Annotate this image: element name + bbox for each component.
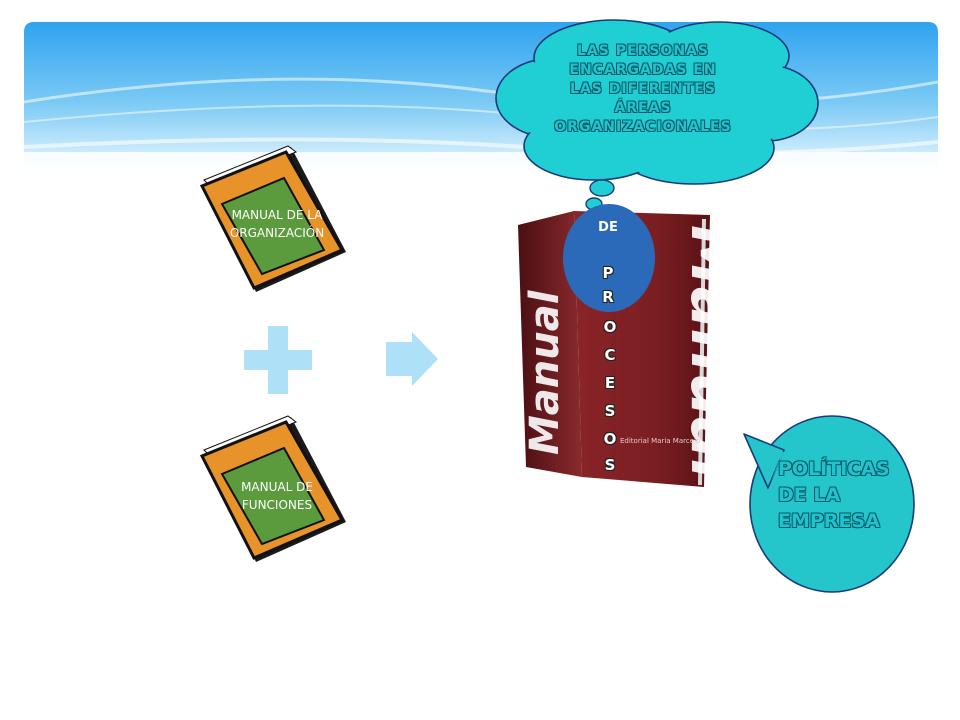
thought-cloud — [495, 19, 819, 211]
cloud-line: LAS PERSONAS — [577, 43, 709, 59]
bubble-line: EMPRESA — [778, 510, 880, 532]
book2-label-line: MANUAL DE — [241, 480, 313, 494]
book1-label-line: MANUAL DE LA — [231, 208, 323, 222]
vertical-letter: P — [602, 264, 614, 282]
vertical-letter: E — [604, 374, 616, 392]
vertical-letter: C — [604, 346, 616, 364]
arrow-right-icon — [386, 332, 438, 386]
speech-bubble — [743, 415, 915, 593]
publisher-text: Editorial Maria Marcelo — [620, 437, 700, 445]
cloud-line: ENCARGADAS EN — [569, 62, 717, 78]
vertical-letter: S — [604, 456, 616, 474]
book1-label-line: ORGANIZACIÓN — [229, 226, 325, 240]
cloud-line: ÁREAS — [614, 100, 672, 116]
vertical-letter: O — [603, 430, 617, 448]
process-circle — [563, 204, 655, 312]
speech-bubble-text: POLÍTICAS DE LA EMPRESA — [778, 456, 918, 534]
thought-cloud-text: LAS PERSONAS ENCARGADAS EN LAS DIFERENTE… — [536, 42, 750, 137]
book2-label: MANUAL DE FUNCIONES — [217, 478, 337, 514]
book2-label-line: FUNCIONES — [241, 498, 313, 512]
bubble-line: DE LA — [778, 484, 841, 506]
manual-book-image: Manual Manual Editorial Maria Marcelo — [518, 211, 722, 487]
vertical-letter: S — [604, 402, 616, 420]
cloud-line: LAS DIFERENTES — [570, 81, 716, 97]
plus-icon — [244, 326, 312, 394]
vertical-letter: O — [603, 318, 617, 336]
cover-title: Manual — [677, 225, 722, 481]
vertical-letter: R — [602, 288, 614, 306]
circle-label: DE — [598, 220, 618, 235]
spine-title: Manual — [522, 289, 568, 455]
book1-label: MANUAL DE LA ORGANIZACIÓN — [217, 206, 337, 242]
bubble-line: POLÍTICAS — [778, 458, 890, 480]
cloud-line: ORGANIZACIONALES — [554, 119, 732, 135]
book-icon — [199, 145, 346, 292]
book-icon — [199, 415, 346, 562]
